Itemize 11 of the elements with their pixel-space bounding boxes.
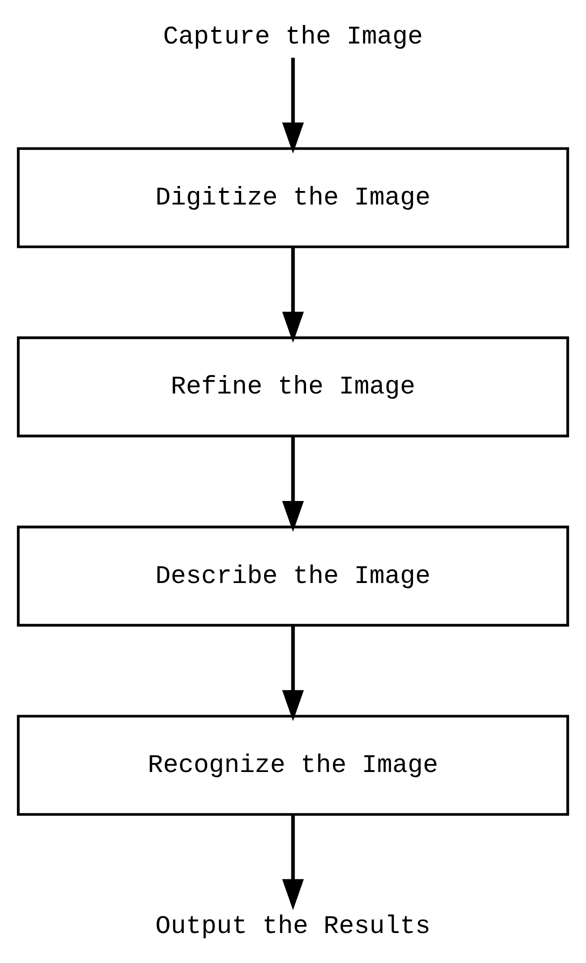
arrow	[282, 246, 304, 343]
arrow	[282, 58, 304, 154]
node-box: Refine the Image	[16, 336, 570, 438]
arrow	[282, 436, 304, 532]
node-box: Describe the Image	[16, 526, 570, 627]
node-box: Recognize the Image	[16, 714, 570, 816]
arrow	[282, 815, 304, 910]
node-text: Output the Results	[155, 912, 431, 942]
arrow	[282, 625, 304, 722]
node-box: Digitize the Image	[16, 147, 570, 248]
node-text: Capture the Image	[163, 22, 423, 52]
